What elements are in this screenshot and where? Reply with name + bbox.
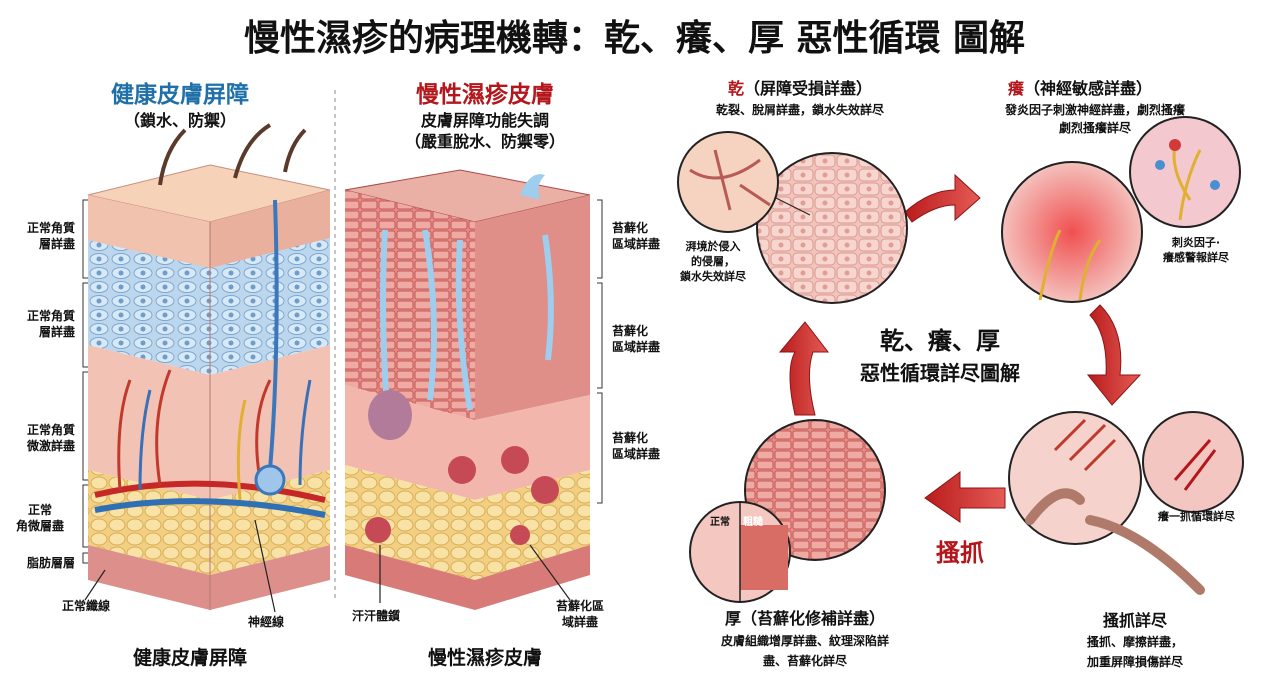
itch-description-2: 劇烈搔癢詳尽	[1058, 121, 1131, 135]
eczema-subtitle-1: 皮膚屏障功能失調	[420, 111, 549, 130]
eczema-heading: 慢性濕疹皮膚	[416, 82, 554, 108]
eczema-layer-label-3: 苔蘚化區域詳盡	[612, 431, 661, 462]
cycle-arrows	[778, 173, 1142, 523]
scratch-note: 癢一抓循環詳尽	[1158, 510, 1235, 523]
thick-inset-rough-label: 粗糙	[743, 517, 763, 528]
scratch-description-1: 搔抓、摩擦詳盡，	[1086, 635, 1183, 649]
itch-description-1: 發炎因子刺激神經詳盡，劇烈搔癢	[1004, 103, 1185, 117]
arrow-scratch-to-thick	[924, 471, 1006, 523]
eczema-layer-brackets	[597, 199, 603, 504]
cycle-center-title: 乾、癢、厚	[880, 327, 1000, 355]
itch-note: 刺炎因子·癢感警報詳尽	[1163, 236, 1229, 264]
healthy-layer-label-2: 正常角質層詳盡	[26, 309, 75, 340]
thick-description-1: 皮膚組織增厚詳盡、紋理深陷詳	[720, 634, 889, 648]
dry-description: 乾裂、脫屑詳盡，鎖水失效詳尽	[715, 103, 884, 117]
healthy-caption: 健康皮膚屏障	[132, 647, 247, 669]
eczema-layer-label-2: 苔蘚化區域詳盡	[612, 324, 661, 355]
healthy-layer-label-1: 正常角質層詳盡	[26, 221, 75, 252]
healthy-layer-brackets	[82, 199, 88, 564]
itch-inset	[1129, 116, 1241, 228]
scratch-arrow-label: 搔抓	[936, 539, 984, 567]
callout-lichen-area: 苔蘚化區域詳盡	[556, 599, 605, 630]
callout-nerve: 神經線	[248, 615, 285, 629]
dry-skin-inset	[677, 131, 779, 233]
cycle-illustrations	[677, 116, 1244, 603]
eczema-caption: 慢性濕疹皮膚	[427, 647, 542, 669]
callout-normal-fiber: 正常纖線	[62, 599, 111, 613]
healthy-layer-label-4: 正常角微層盡	[15, 503, 64, 534]
cycle-center-subtitle: 惡性循環詳尽圖解	[860, 361, 1020, 385]
dry-skin-circle	[756, 152, 908, 304]
healthy-subtitle: （鎖水、防禦）	[123, 111, 236, 130]
healthy-skin-illustration	[87, 123, 331, 610]
scratch-description-2: 加重屏障損傷詳尽	[1086, 655, 1183, 669]
arrow-itch-to-scratch	[1086, 304, 1142, 406]
eczema-subtitle-2: （嚴重脫水、防禦零）	[404, 132, 565, 151]
eczema-skin-illustration	[344, 169, 591, 610]
eczema-layer-label-1: 苔蘚化區域詳盡	[612, 221, 661, 252]
dry-note: 湃境於侵入的侵層，鎖水失效詳尽	[680, 240, 746, 283]
itch-circle	[1001, 161, 1143, 303]
healthy-heading: 健康皮膚屏障	[111, 82, 249, 108]
healthy-layer-label-3: 正常角質微激詳盡	[26, 423, 75, 454]
thick-heading: 厚（苔蘚化修補詳盡）	[724, 609, 886, 628]
dry-heading: 乾（屏障受損詳盡）	[727, 79, 873, 98]
thick-inset-normal-label: 正常	[710, 517, 730, 528]
callout-lines	[84, 519, 571, 613]
healthy-layer-label-5: 脂肪層層	[26, 556, 75, 570]
callout-sweat-gland: 汗汗體鑕	[352, 609, 401, 623]
arrow-dry-to-itch	[904, 173, 981, 223]
scratch-title: 搔抓詳尽	[1102, 611, 1167, 630]
scratch-inset	[1142, 411, 1244, 513]
page-title: 慢性濕疹的病理機轉：乾、癢、厚 惡性循環 圖解	[243, 18, 1026, 59]
arrow-thick-to-dry	[778, 321, 830, 416]
itch-heading: 癢（神經敏感詳盡）	[1007, 79, 1153, 98]
thick-description-2: 盡、苔蘚化詳尽	[762, 654, 847, 668]
